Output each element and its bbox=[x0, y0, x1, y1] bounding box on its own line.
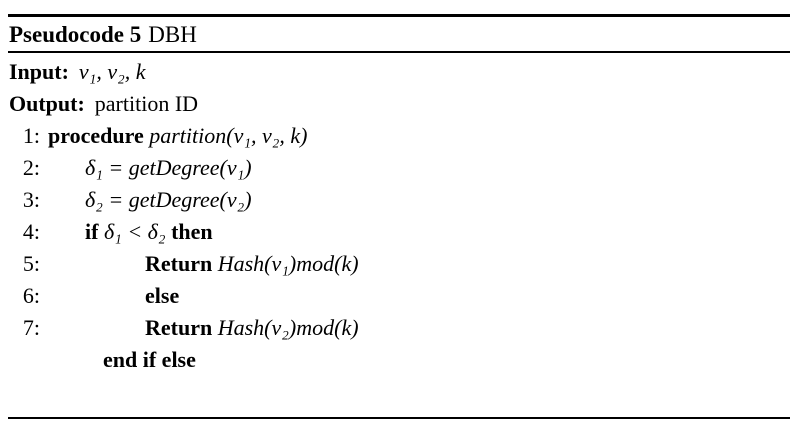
code-segment: partition(v₁, v₂, k) bbox=[149, 123, 308, 148]
line-number: 7: bbox=[22, 315, 40, 340]
code-line: 3: δ₂ = getDegree(v₂) bbox=[8, 184, 790, 216]
bottom-rule-container bbox=[8, 417, 790, 419]
line-number: 3: bbox=[22, 187, 40, 212]
code-line: 5: Return Hash(v₁)mod(k) bbox=[8, 248, 790, 280]
code-segment: δ₂ = getDegree(v₂) bbox=[85, 187, 252, 212]
code-segment: δ₁ < δ₂ bbox=[103, 219, 166, 244]
code-line: 7: Return Hash(v₂)mod(k) bbox=[8, 312, 790, 344]
line-content: procedure partition(v₁, v₂, k) bbox=[48, 120, 308, 152]
input-value: v₁, v₂, k bbox=[78, 59, 146, 84]
code-line: 6: else bbox=[8, 280, 790, 312]
line-content: δ₂ = getDegree(v₂) bbox=[48, 184, 252, 216]
line-content: Return Hash(v₂)mod(k) bbox=[48, 312, 359, 344]
algorithm-title-name: DBH bbox=[148, 22, 197, 47]
title-rule bbox=[8, 51, 790, 53]
code-segment: Return bbox=[145, 315, 218, 340]
output-value: partition ID bbox=[94, 91, 199, 116]
line-number bbox=[8, 344, 40, 376]
line-number: 2: bbox=[22, 155, 40, 180]
line-content: Return Hash(v₁)mod(k) bbox=[48, 248, 359, 280]
code-segment: else bbox=[145, 283, 180, 308]
code-segment: if bbox=[85, 219, 104, 244]
output-label: Output: bbox=[9, 91, 85, 116]
code-segment: Return bbox=[145, 251, 218, 276]
code-segment: Hash(v₁)mod(k) bbox=[217, 251, 359, 276]
code-segment: procedure bbox=[48, 123, 150, 148]
code-line: 2: δ₁ = getDegree(v₁) bbox=[8, 152, 790, 184]
line-number: 4: bbox=[22, 219, 40, 244]
code-line: 1: procedure partition(v₁, v₂, k) bbox=[8, 120, 790, 152]
output-row: Output: partition ID bbox=[8, 88, 790, 120]
top-rule bbox=[8, 14, 790, 17]
code-lines: 1: procedure partition(v₁, v₂, k) 2: δ₁ = g… bbox=[8, 120, 790, 376]
bottom-rule bbox=[8, 417, 790, 419]
code-line: 4: if δ₁ < δ₂ then bbox=[8, 216, 790, 248]
algorithm-title-label: Pseudocode 5 bbox=[9, 22, 142, 47]
line-number: 1: bbox=[22, 123, 40, 148]
io-section: Input: v₁, v₂, k Output: partition ID bbox=[8, 53, 790, 120]
line-number: 6: bbox=[22, 283, 40, 308]
line-content: end if else bbox=[48, 344, 196, 376]
line-number: 5: bbox=[22, 251, 40, 276]
line-content: δ₁ = getDegree(v₁) bbox=[48, 152, 252, 184]
code-line: end if else bbox=[8, 344, 790, 376]
code-segment: then bbox=[165, 219, 213, 244]
code-segment: δ₁ = getDegree(v₁) bbox=[85, 155, 252, 180]
line-content: else bbox=[48, 280, 179, 312]
input-row: Input: v₁, v₂, k bbox=[8, 56, 790, 88]
input-label: Input: bbox=[9, 59, 69, 84]
code-segment: end if else bbox=[103, 347, 196, 372]
code-segment: Hash(v₂)mod(k) bbox=[217, 315, 359, 340]
line-content: if δ₁ < δ₂ then bbox=[48, 216, 213, 248]
